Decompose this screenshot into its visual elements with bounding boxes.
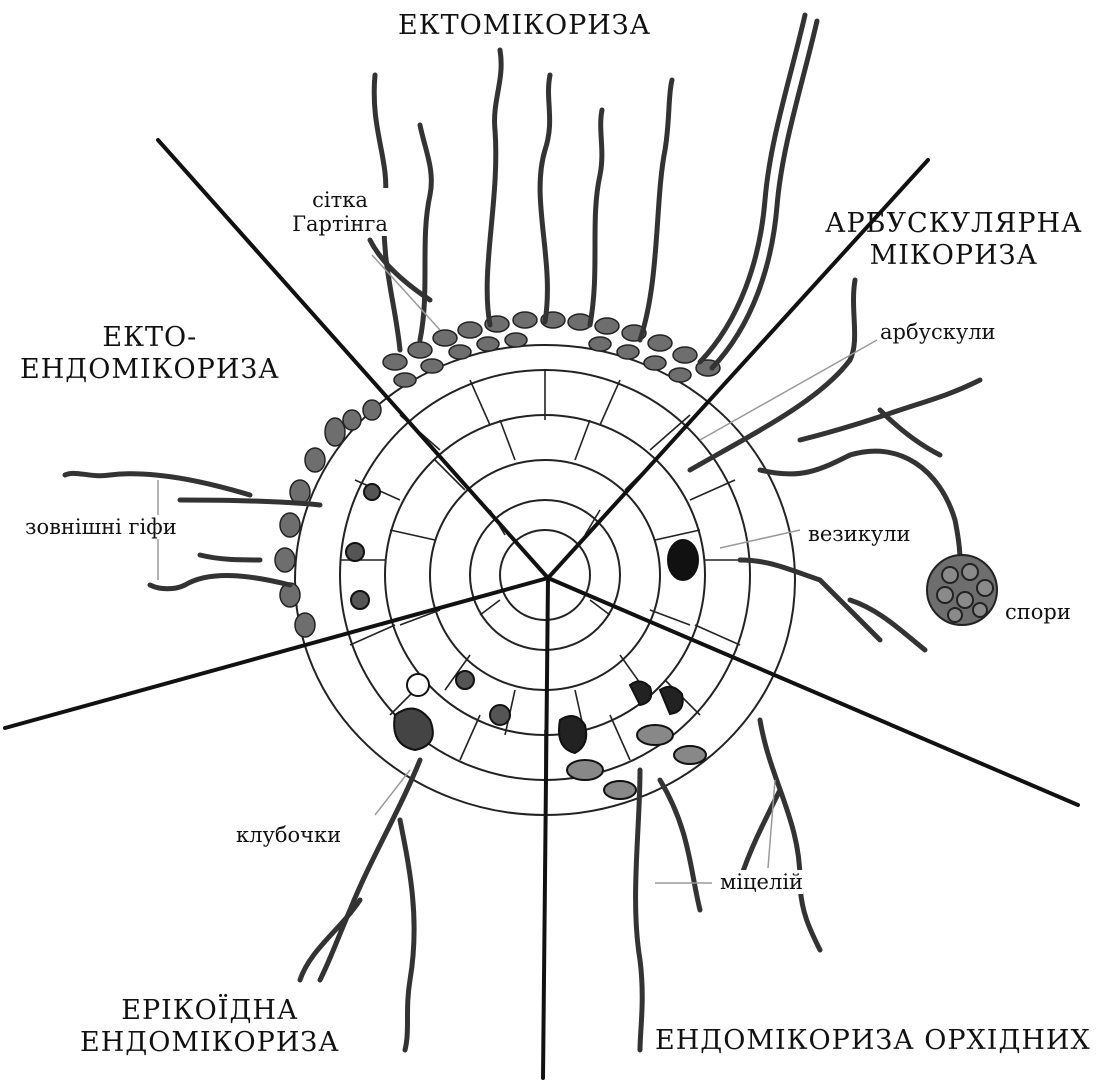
title-ericoid-line2: ЕНДОМІКОРИЗА: [80, 1027, 340, 1059]
label-arbuscules: арбускули: [880, 320, 996, 344]
label-external-hyphae: зовнішні гіфи: [25, 515, 177, 539]
label-coils: клубочки: [236, 823, 341, 847]
title-arbuscular-line2: МІКОРИЗА: [825, 240, 1083, 272]
title-orchid: ЕНДОМІКОРИЗА ОРХІДНИХ: [655, 1025, 1091, 1057]
title-ectomycorrhiza: ЕКТОМІКОРИЗА: [398, 10, 651, 42]
label-vesicles: везикули: [808, 522, 911, 546]
title-arbuscular: АРБУСКУЛЯРНА МІКОРИЗА: [825, 208, 1083, 272]
title-ecto-endo-line1: ЕКТО-: [20, 322, 280, 354]
spore-cluster: [927, 555, 997, 625]
title-arbuscular-line1: АРБУСКУЛЯРНА: [825, 208, 1083, 240]
title-ecto-endo-line2: ЕНДОМІКОРИЗА: [20, 354, 280, 386]
label-hartig-line1: сітка: [270, 188, 410, 212]
title-ericoid-line1: ЕРІКОЇДНА: [80, 995, 340, 1027]
title-ericoid: ЕРІКОЇДНА ЕНДОМІКОРИЗА: [80, 995, 340, 1059]
title-ecto-endo: ЕКТО- ЕНДОМІКОРИЗА: [20, 322, 280, 386]
label-mycelium: міцелій: [720, 870, 803, 894]
label-hartig-net: сітка Гартінга: [270, 188, 410, 236]
label-spores: спори: [1005, 600, 1071, 624]
label-hartig-line2: Гартінга: [270, 212, 410, 236]
